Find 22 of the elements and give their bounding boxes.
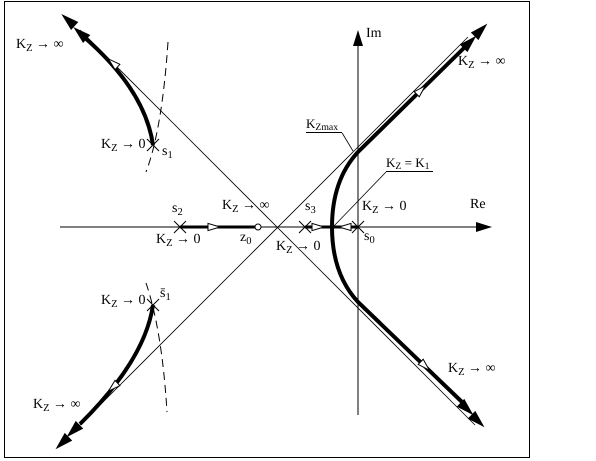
locus-label: s$_{0}$ xyxy=(364,230,375,244)
locus-label: s$_{2}$ xyxy=(172,202,183,216)
locus-label: K$_{Z}$ → 0 xyxy=(362,200,407,214)
leader-line xyxy=(342,132,354,152)
locus-label: K$_{Z}$ → 0 xyxy=(276,240,321,254)
locus-label: K$_{Z}$ → ∞ xyxy=(16,38,64,52)
locus-label: K$_{Z}$ → ∞ xyxy=(222,199,270,213)
locus-label: Im xyxy=(366,27,382,41)
locus-label: Re xyxy=(470,198,486,212)
locus-label: s$_{1}$ xyxy=(162,145,173,159)
locus-label: K$_{Z}$ → 0 xyxy=(101,138,146,152)
locus-label: K$_{Z}$ → ∞ xyxy=(33,398,81,412)
locus-label: K$_{Z}$ → ∞ xyxy=(448,362,496,376)
gain-label: K$_{Z}$ = K$_{1}$ xyxy=(386,156,434,172)
locus-label: K$_{Z}$ → 0 xyxy=(156,233,201,247)
locus-label: K$_{Z}$ → 0 xyxy=(101,294,146,308)
locus-label: s$_{3}$ xyxy=(305,200,316,214)
leader-line xyxy=(332,172,386,228)
gain-label: K$_{Zmax}$ xyxy=(306,117,342,133)
locus-label: K$_{Z}$ → ∞ xyxy=(458,55,506,69)
locus-label: s̄$_{1}$ xyxy=(160,287,171,301)
locus-label: z$_{0}$ xyxy=(240,231,252,245)
